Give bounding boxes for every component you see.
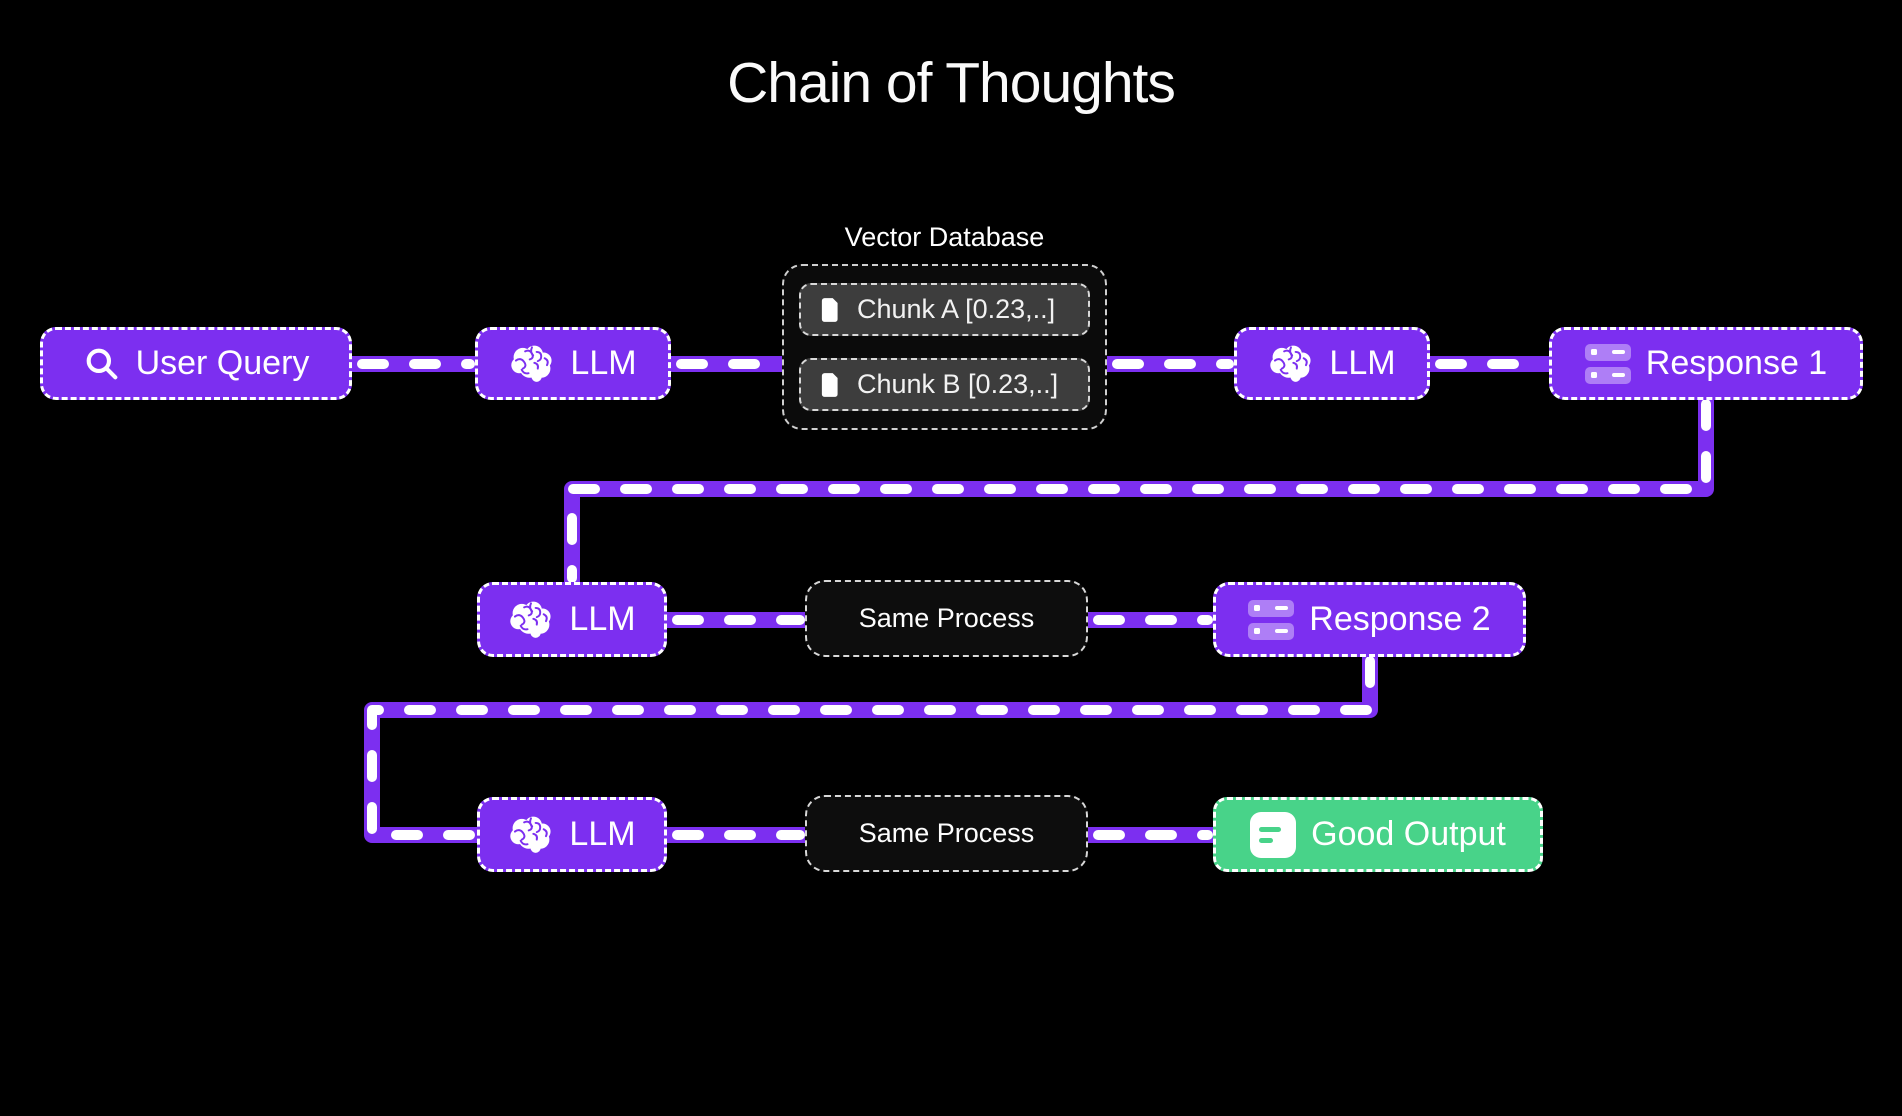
node-llm-3: LLM	[477, 582, 667, 657]
node-llm-1: LLM	[475, 327, 671, 400]
connector-response2-llm4	[364, 655, 1378, 843]
search-icon	[86, 348, 117, 379]
node-user-query: User Query	[40, 327, 352, 400]
node-label: Same Process	[858, 603, 1035, 633]
connector-response1-llm3	[564, 398, 1714, 584]
brain-icon	[1270, 345, 1311, 382]
chunk-label: Chunk B [0.23,..]	[857, 369, 1059, 399]
node-good-output: Good Output	[1213, 797, 1543, 872]
node-response-1: Response 1	[1549, 327, 1863, 400]
node-label: Response 1	[1645, 344, 1828, 382]
node-label: Response 2	[1309, 600, 1491, 638]
brain-icon	[511, 345, 552, 382]
document-icon	[821, 372, 838, 397]
brain-icon	[510, 816, 551, 853]
node-label: LLM	[569, 815, 636, 853]
node-label: User Query	[135, 344, 310, 382]
page-title: Chain of Thoughts	[727, 51, 1176, 115]
node-llm-4: LLM	[477, 797, 667, 872]
document-icon	[821, 297, 838, 322]
chunk-a: Chunk A [0.23,..]	[799, 283, 1090, 336]
document-lines-icon	[1250, 811, 1297, 858]
node-label: Good Output	[1311, 815, 1506, 853]
server-icon	[1248, 597, 1295, 643]
server-icon	[1584, 341, 1631, 387]
node-label: LLM	[570, 344, 637, 382]
brain-icon	[510, 601, 551, 638]
node-label: LLM	[1329, 344, 1396, 382]
chunk-label: Chunk A [0.23,..]	[857, 294, 1056, 324]
node-vector-database: Chunk A [0.23,..] Chunk B [0.23,..]	[782, 264, 1107, 430]
vector-database-label: Vector Database	[844, 222, 1045, 252]
node-label: LLM	[569, 600, 636, 638]
node-response-2: Response 2	[1213, 582, 1526, 657]
node-label: Same Process	[858, 818, 1035, 848]
node-same-process-2: Same Process	[805, 795, 1088, 872]
node-llm-2: LLM	[1234, 327, 1430, 400]
node-same-process-1: Same Process	[805, 580, 1088, 657]
chunk-b: Chunk B [0.23,..]	[799, 358, 1090, 411]
